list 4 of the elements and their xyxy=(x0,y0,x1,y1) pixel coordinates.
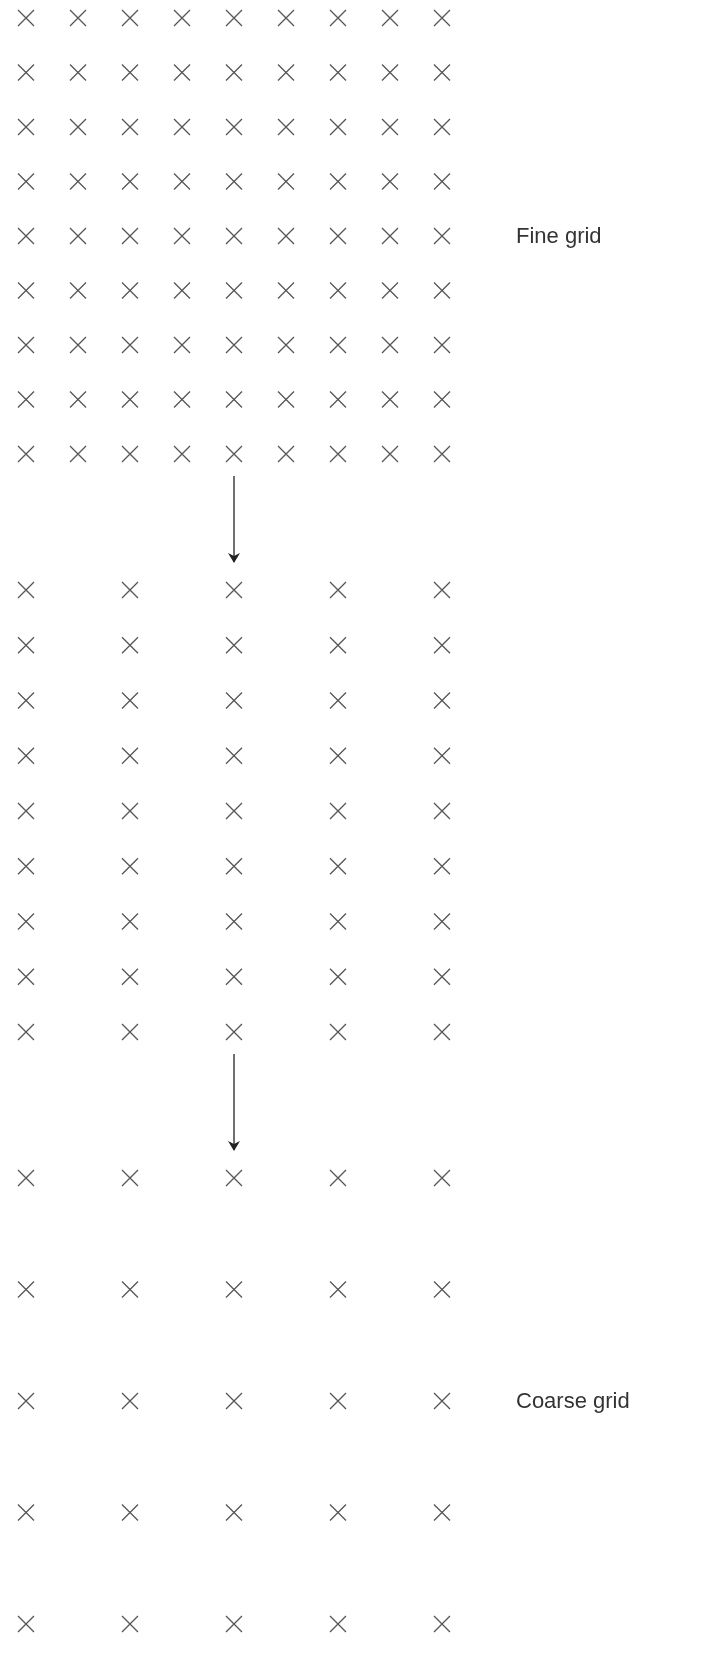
arrow xyxy=(228,475,240,563)
grid-label: Coarse grid xyxy=(516,1388,630,1414)
grid-label: Fine grid xyxy=(516,223,602,249)
arrow xyxy=(228,1053,240,1151)
